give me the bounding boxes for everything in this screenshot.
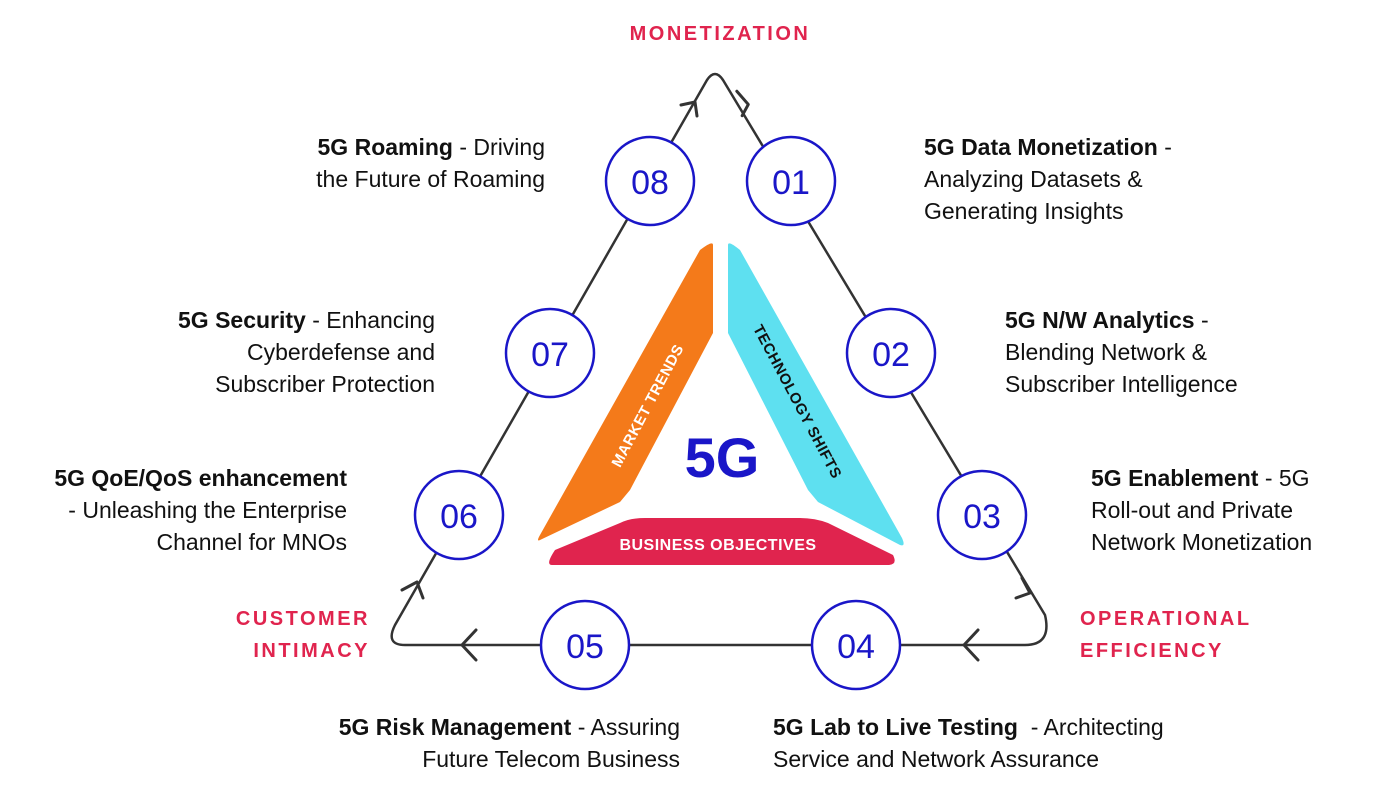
center-5g-label: 5G [685, 426, 760, 489]
business-objectives-label: BUSINESS OBJECTIVES [619, 537, 816, 554]
node-number-08: 08 [631, 164, 669, 202]
corner-label-monetization: MONETIZATION [620, 18, 820, 50]
node-desc-06: 5G QoE/QoS enhancement - Unleashing the … [54, 462, 347, 558]
node-desc-08: 5G Roaming - Driving the Future of Roami… [316, 131, 545, 195]
cycle-line [390, 72, 1048, 647]
node-desc-02: 5G N/W Analytics - Blending Network & Su… [1005, 304, 1238, 400]
arrow-up-left-icon [679, 100, 699, 118]
corner-label-operational-efficiency: OPERATIONAL EFFICIENCY [1080, 603, 1252, 667]
node-number-06: 06 [440, 498, 478, 536]
node-title-03: 5G Enablement [1091, 465, 1259, 491]
node-title-04: 5G Lab to Live Testing [773, 714, 1018, 740]
node-desc-07-line3: Subscriber Protection [215, 371, 435, 397]
node-circle-05 [539, 599, 631, 691]
node-circle-07 [504, 307, 596, 399]
node-desc-06-line3: Channel for MNOs [156, 529, 347, 555]
node-desc-04: 5G Lab to Live Testing - Architecting Se… [773, 711, 1164, 775]
node-desc-03: 5G Enablement - 5G Roll-out and Private … [1091, 462, 1312, 558]
node-circle-08 [604, 135, 696, 227]
node-number-03: 03 [963, 498, 1001, 536]
node-title-07: 5G Security [178, 307, 306, 333]
node-desc-07: 5G Security - Enhancing Cyberdefense and… [178, 304, 435, 400]
node-title-02: 5G N/W Analytics [1005, 307, 1195, 333]
node-desc-01-line2: Analyzing Datasets & [924, 166, 1143, 192]
node-number-05: 05 [566, 628, 604, 666]
node-title-05: 5G Risk Management [338, 714, 572, 740]
node-desc-03-line3: Network Monetization [1091, 529, 1313, 555]
node-desc-07-line2: Cyberdefense and [247, 339, 435, 365]
node-desc-01-line3: Generating Insights [924, 198, 1124, 224]
market-trends-segment [538, 243, 713, 541]
node-title-06: 5G QoE/QoS enhancement [54, 465, 347, 491]
node-desc-05-line2: Future Telecom Business [422, 746, 680, 772]
node-number-07: 07 [531, 336, 569, 374]
corner-right-line1: OPERATIONAL [1080, 608, 1252, 630]
node-desc-01-line1: - [1157, 134, 1172, 160]
arrow-down-right-icon [735, 89, 750, 118]
arrow-left-right-edge-icon [962, 628, 980, 662]
corner-top-text: MONETIZATION [629, 23, 811, 45]
technology-shifts-segment [728, 243, 904, 546]
node-number-02: 02 [872, 336, 910, 374]
arrow-up-left-lower-icon [400, 580, 425, 600]
node-desc-03-line1: - 5G [1258, 465, 1310, 491]
node-desc-08-line1: - Driving [452, 134, 545, 160]
node-desc-07-line1: - Enhancing [305, 307, 435, 333]
node-circle-06 [413, 469, 505, 561]
node-desc-03-line2: Roll-out and Private [1091, 497, 1293, 523]
corner-left-line2: INTIMACY [253, 640, 370, 662]
node-desc-05: 5G Risk Management - Assuring Future Tel… [339, 711, 680, 775]
business-objectives-segment [549, 518, 895, 565]
node-number-01: 01 [772, 164, 810, 202]
node-title-01: 5G Data Monetization [924, 134, 1158, 160]
node-desc-04-line1: - Architecting [1017, 714, 1164, 740]
node-number-04: 04 [837, 628, 875, 666]
node-circle-02 [845, 307, 937, 399]
node-circle-04 [810, 599, 902, 691]
arrow-left-bottom-icon [460, 628, 478, 662]
node-circle-03 [936, 469, 1028, 561]
corner-label-customer-intimacy: CUSTOMER INTIMACY [236, 603, 370, 667]
node-title-08: 5G Roaming [317, 134, 453, 160]
node-desc-01: 5G Data Monetization - Analyzing Dataset… [924, 131, 1172, 227]
node-desc-02-line1: - [1194, 307, 1209, 333]
node-desc-04-line2: Service and Network Assurance [773, 746, 1099, 772]
node-desc-02-line3: Subscriber Intelligence [1005, 371, 1238, 397]
corner-right-line2: EFFICIENCY [1080, 640, 1224, 662]
node-desc-05-line1: - Assuring [571, 714, 680, 740]
node-desc-02-line2: Blending Network & [1005, 339, 1207, 365]
node-desc-06-line2: - Unleashing the Enterprise [68, 497, 347, 523]
node-circle-01 [745, 135, 837, 227]
node-desc-08-line2: the Future of Roaming [316, 166, 545, 192]
corner-left-line1: CUSTOMER [235, 608, 370, 630]
arrow-down-right-lower-icon [1014, 576, 1032, 600]
